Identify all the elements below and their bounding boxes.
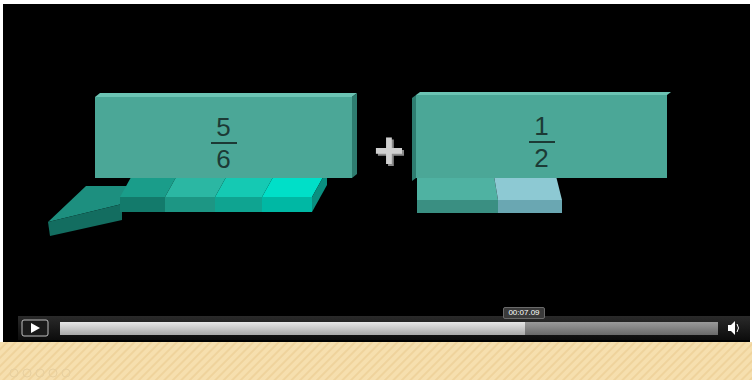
fraction-block <box>215 197 262 212</box>
fraction-block <box>120 197 165 212</box>
numerator: 5 <box>216 114 230 141</box>
fraction-block <box>262 197 312 212</box>
fraction-block <box>48 204 122 236</box>
fraction-card: 12 <box>416 95 667 178</box>
slide-band <box>0 342 752 380</box>
progress-track <box>60 322 718 335</box>
card-side <box>352 93 357 178</box>
denominator: 6 <box>216 146 230 173</box>
video-ground <box>3 4 750 342</box>
progress-fill <box>60 322 525 335</box>
fraction-block <box>417 176 498 200</box>
fraction-card: 56 <box>95 97 352 178</box>
play-icon <box>31 323 40 333</box>
fraction-bar <box>529 141 555 143</box>
time-tooltip: 00:07.09 <box>503 307 544 320</box>
play-button <box>22 320 48 336</box>
frame-margin <box>0 0 752 342</box>
fraction-block <box>498 200 562 213</box>
denominator: 2 <box>534 145 548 172</box>
numerator: 1 <box>534 113 548 140</box>
fraction-block <box>417 200 498 213</box>
fraction-block <box>165 197 215 212</box>
plus-sign: + <box>374 124 404 176</box>
player-bar <box>18 316 750 340</box>
fraction-bar <box>211 142 237 144</box>
fraction-block <box>494 176 562 200</box>
volume-icon <box>728 321 739 335</box>
faint-icons <box>10 369 70 377</box>
